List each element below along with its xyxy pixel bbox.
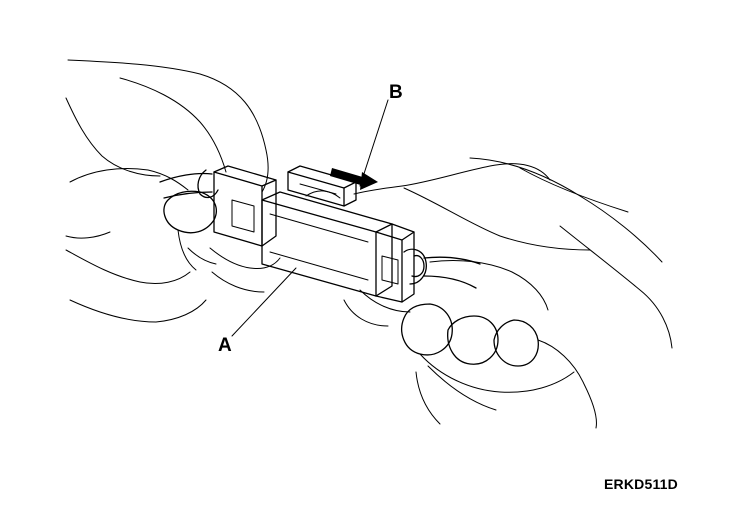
figure-code: ERKD511D [604,476,678,492]
leader-lines [231,99,389,337]
push-arrow-icon [330,168,378,190]
right-hand [343,157,673,429]
callout-a: A [218,335,232,356]
connector-body [213,165,427,303]
left-hand [65,59,281,323]
locking-tab [287,165,357,207]
left-wire [159,169,219,199]
callout-b: B [389,82,403,103]
right-wire [423,256,481,289]
